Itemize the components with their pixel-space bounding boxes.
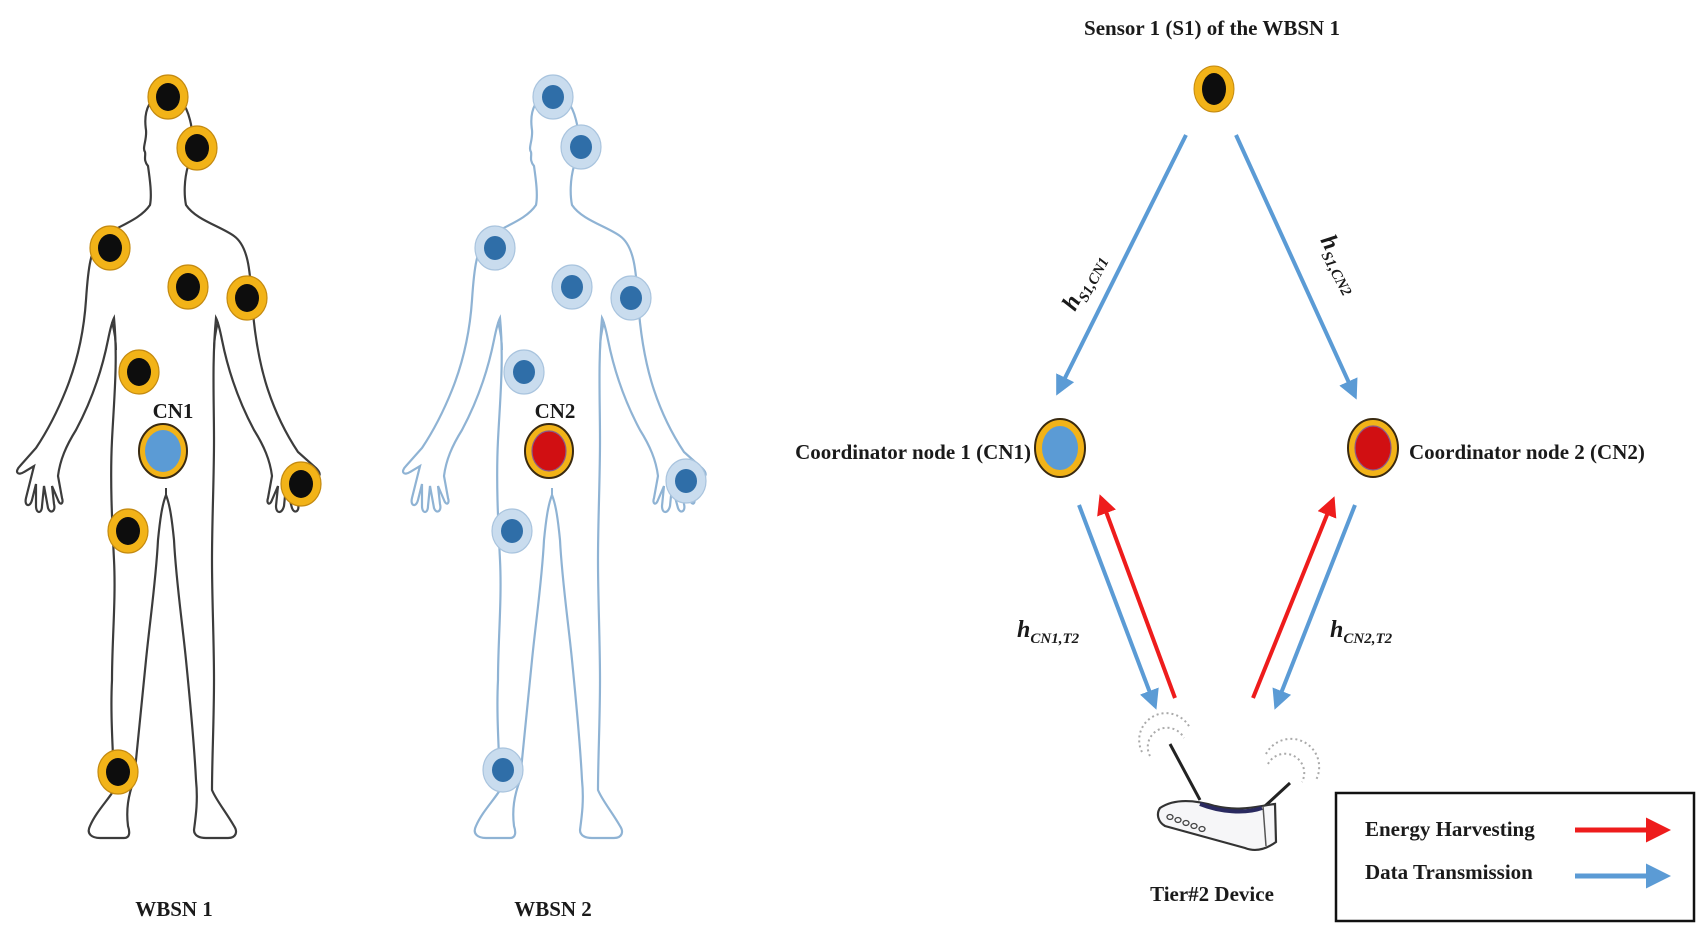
wbsn2-sensor-6 — [503, 349, 545, 395]
legend: Energy Harvesting Data Transmission — [1334, 791, 1696, 923]
wbsn1-sensors — [89, 74, 322, 795]
legend-data-label: Data Transmission — [1365, 860, 1533, 884]
cn1-node — [1034, 418, 1086, 478]
wbsn1-sensor-6 — [118, 349, 160, 395]
wbsn1-sensor-9 — [97, 749, 139, 795]
coordinator-core — [145, 430, 181, 472]
sensor-core — [235, 284, 259, 312]
tier2-device-label: Tier#2 Device — [1150, 882, 1274, 906]
sensor-core — [176, 273, 200, 301]
channel-label-cn1-t2: hCN1,T2 — [1017, 617, 1080, 647]
cn2-label: Coordinator node 2 (CN2) — [1409, 440, 1645, 464]
sensor-core — [501, 519, 523, 543]
router-icon — [1138, 712, 1321, 852]
sensor-s1-label: Sensor 1 (S1) of the WBSN 1 — [1084, 16, 1340, 40]
channel-label-s1-cn2: hS1,CN2 — [1311, 231, 1366, 300]
sensor-core — [185, 134, 209, 162]
arrow-cn2-to-tier2-data — [1272, 504, 1357, 710]
wbsn1-sensor-4 — [167, 264, 209, 310]
sensor-core — [1202, 73, 1226, 105]
sensor-core — [156, 83, 180, 111]
legend-energy-label: Energy Harvesting — [1365, 817, 1535, 841]
wbsn2-coordinator-node — [524, 423, 574, 479]
arrow-cn1-to-tier2-data — [1077, 504, 1159, 710]
sensor-core — [106, 758, 130, 786]
sensor-core — [675, 469, 697, 493]
wbsn2-coordinator-label: CN2 — [535, 399, 576, 423]
arrow-s1-to-cn1 — [1056, 134, 1188, 396]
channel-label-s1-cn1: hS1,CN1 — [1057, 248, 1112, 316]
sensor-core — [289, 470, 313, 498]
arrow-tier2-to-cn1-energy — [1097, 494, 1177, 699]
sensor-core — [127, 358, 151, 386]
legend-box — [1334, 791, 1696, 923]
wbsn1-sensor-8 — [107, 508, 149, 554]
wbsn1-sensor-7 — [280, 461, 322, 507]
cn1-label: Coordinator node 1 (CN1) — [795, 440, 1031, 464]
wbsn1-caption: WBSN 1 — [135, 897, 213, 921]
wbsn2-sensor-8 — [491, 508, 533, 554]
sensor-core — [620, 286, 642, 310]
channel-label-cn2-t2: hCN2,T2 — [1330, 617, 1393, 647]
wbsn1-coordinator-node — [138, 423, 188, 479]
sensor-core — [561, 275, 583, 299]
sensor-core — [542, 85, 564, 109]
wbsn1-sensor-2 — [176, 125, 218, 171]
wbsn2-sensor-9 — [482, 747, 524, 793]
wbsn1-sensor-5 — [226, 275, 268, 321]
sensor-core — [98, 234, 122, 262]
cn2-node — [1347, 418, 1399, 478]
wbsn1-sensor-1 — [147, 74, 189, 120]
wbsn1-coordinator-label: CN1 — [153, 399, 194, 423]
coordinator-core — [531, 430, 567, 472]
wbsn2-sensor-5 — [610, 275, 652, 321]
sensor-core — [570, 135, 592, 159]
sensor-s1-node — [1193, 65, 1235, 113]
wbsn2-sensor-3 — [474, 225, 516, 271]
wbsn2-sensor-7 — [665, 458, 707, 504]
wbsn2-sensors — [474, 74, 707, 793]
wbsn2-sensor-2 — [560, 124, 602, 170]
sensor-core — [513, 360, 535, 384]
wbsn2-caption: WBSN 2 — [514, 897, 592, 921]
arrow-tier2-to-cn2-energy — [1251, 496, 1337, 699]
cn1-core — [1042, 426, 1078, 470]
wbsn2-sensor-1 — [532, 74, 574, 120]
sensor-core — [116, 517, 140, 545]
sensor-core — [492, 758, 514, 782]
sensor-core — [484, 236, 506, 260]
wbsn1-sensor-3 — [89, 225, 131, 271]
arrow-s1-to-cn2 — [1234, 134, 1358, 400]
wbsn2-sensor-4 — [551, 264, 593, 310]
cn2-core — [1354, 425, 1392, 471]
